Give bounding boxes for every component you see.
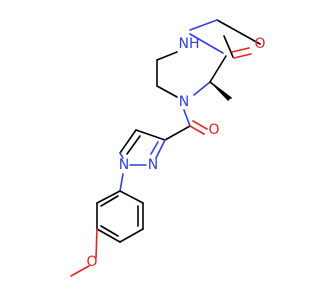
bond-c1-c2 — [216, 19, 261, 45]
bond-ring-edge-a — [189, 33, 224, 54]
bond-amide-c-pyrazole — [164, 125, 191, 141]
bond-pz-c3-c4 — [135, 129, 166, 141]
bond-pz-c4-c5-double — [126, 135, 141, 155]
bond-amide-o-a — [189, 125, 205, 135]
bond-carbonyl-o-a — [231, 47, 250, 53]
bond-pz-c5-n1 — [119, 152, 124, 159]
bond-ar-methoxy-o — [95, 228, 98, 259]
bond-c2-nh — [189, 19, 218, 31]
bond-methoxy-o-ch3 — [70, 265, 90, 277]
bond-pz-n2-c3-double — [150, 141, 159, 155]
bond-ar-6-double — [100, 195, 119, 207]
bond-ar-6 — [96, 190, 121, 204]
bond-ch2-n — [156, 85, 178, 98]
stereo-bond — [210, 82, 231, 101]
pyrazole-n1-label: N — [119, 157, 129, 173]
bond-ar-1 — [119, 190, 144, 204]
bond-ar-4-double — [100, 225, 119, 237]
carbonyl-o-amide-label: O — [208, 122, 219, 138]
ring-n-label: N — [179, 94, 189, 110]
methoxy-o-label: O — [86, 254, 97, 270]
bond-ar-3 — [119, 228, 144, 243]
pyrazole-n2-label: N — [148, 157, 158, 173]
bond-ch2-ch2-a — [156, 51, 178, 61]
bond-ar-4 — [96, 228, 121, 243]
bond-carbonyl-o-b — [233, 53, 252, 59]
bond-n-ch — [193, 81, 211, 96]
carbonyl-o-ring-label: O — [254, 36, 265, 52]
bond-ch-carbonyl — [209, 55, 227, 83]
bond-amide-o-b — [192, 120, 208, 130]
bond-pz-c4-c5 — [119, 129, 137, 154]
bond-nh-c-carbonyl — [223, 35, 234, 58]
amide-nh-label: NH — [179, 36, 200, 52]
bond-n1-aryl — [119, 173, 124, 192]
bond-n-amide-c — [183, 109, 191, 127]
bond-pz-n2-c3 — [155, 139, 166, 159]
molecule-structure-diagram: NH N O O N N O — [70, 19, 266, 277]
